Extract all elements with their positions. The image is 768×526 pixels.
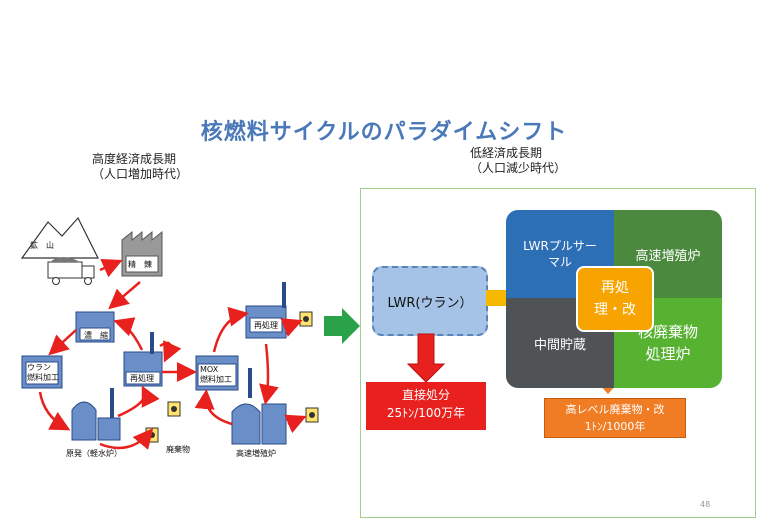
right-era-line2: （人口減少時代）	[470, 161, 567, 175]
high-level-waste-box: 高レベル廃棄物・改 1ﾄﾝ/1000年	[544, 398, 686, 438]
direct-disposal-box: 直接処分 25ﾄﾝ/100万年	[366, 382, 486, 430]
direct-disposal-title: 直接処分	[401, 388, 450, 402]
uranium-fuel-fab-icon	[21, 355, 63, 389]
npp-label: 原発（軽水炉）	[66, 449, 122, 458]
reprocessing-plant-2-icon	[245, 282, 287, 339]
enrichment-label: 濃 縮	[84, 331, 108, 340]
ore-truck-icon	[47, 257, 95, 285]
enrichment-building-icon	[75, 311, 115, 343]
interim-storage-cell: 中間貯蔵	[506, 298, 614, 388]
reprocessing-1-label: 再処理	[130, 374, 154, 383]
left-era-label: 高度経済成長期 （人口増加時代）	[92, 152, 188, 182]
waste-label: 廃棄物	[166, 445, 190, 454]
nuclear-power-plant-icon	[71, 388, 121, 441]
right-era-label: 低経済成長期 （人口減少時代）	[470, 146, 566, 176]
waste-drum-2-icon	[299, 311, 319, 423]
right-era-line1: 低経済成長期	[470, 146, 543, 160]
direct-disposal-rate: 25ﾄﾝ/100万年	[386, 406, 466, 420]
page-number: 48	[700, 500, 711, 509]
hlw-rate: 1ﾄﾝ/1000年	[584, 420, 646, 433]
page-title: 核燃料サイクルのパラダイムシフト	[200, 120, 568, 145]
refining-label: 精 錬	[128, 260, 152, 269]
mox-fuel-fab-icon	[195, 355, 239, 391]
transition-arrow-icon	[324, 308, 360, 344]
mox-fab-label: MOX 燃料加工	[200, 365, 232, 384]
reprocessing-plant-1-icon	[123, 332, 163, 387]
cycle-arrows	[38, 258, 307, 450]
mine-label: 鉱 山	[30, 241, 54, 250]
reprocessing-2-label: 再処理	[254, 321, 278, 330]
fast-breeder-reactor-icon	[231, 368, 287, 445]
conventional-cycle-diagram	[20, 216, 319, 450]
hlw-title: 高レベル廃棄物・改	[565, 403, 665, 416]
reprocess-modify-box: 再処 理・改	[576, 266, 654, 332]
waste-drum-icon	[145, 401, 181, 443]
left-era-line2: （人口増加時代）	[92, 167, 189, 181]
fbr-label: 高速増殖炉	[236, 449, 276, 458]
left-era-line1: 高度経済成長期	[92, 152, 177, 166]
uranium-fab-label: ウラン 燃料加工	[27, 363, 59, 382]
mine-mountain-icon	[20, 216, 99, 259]
